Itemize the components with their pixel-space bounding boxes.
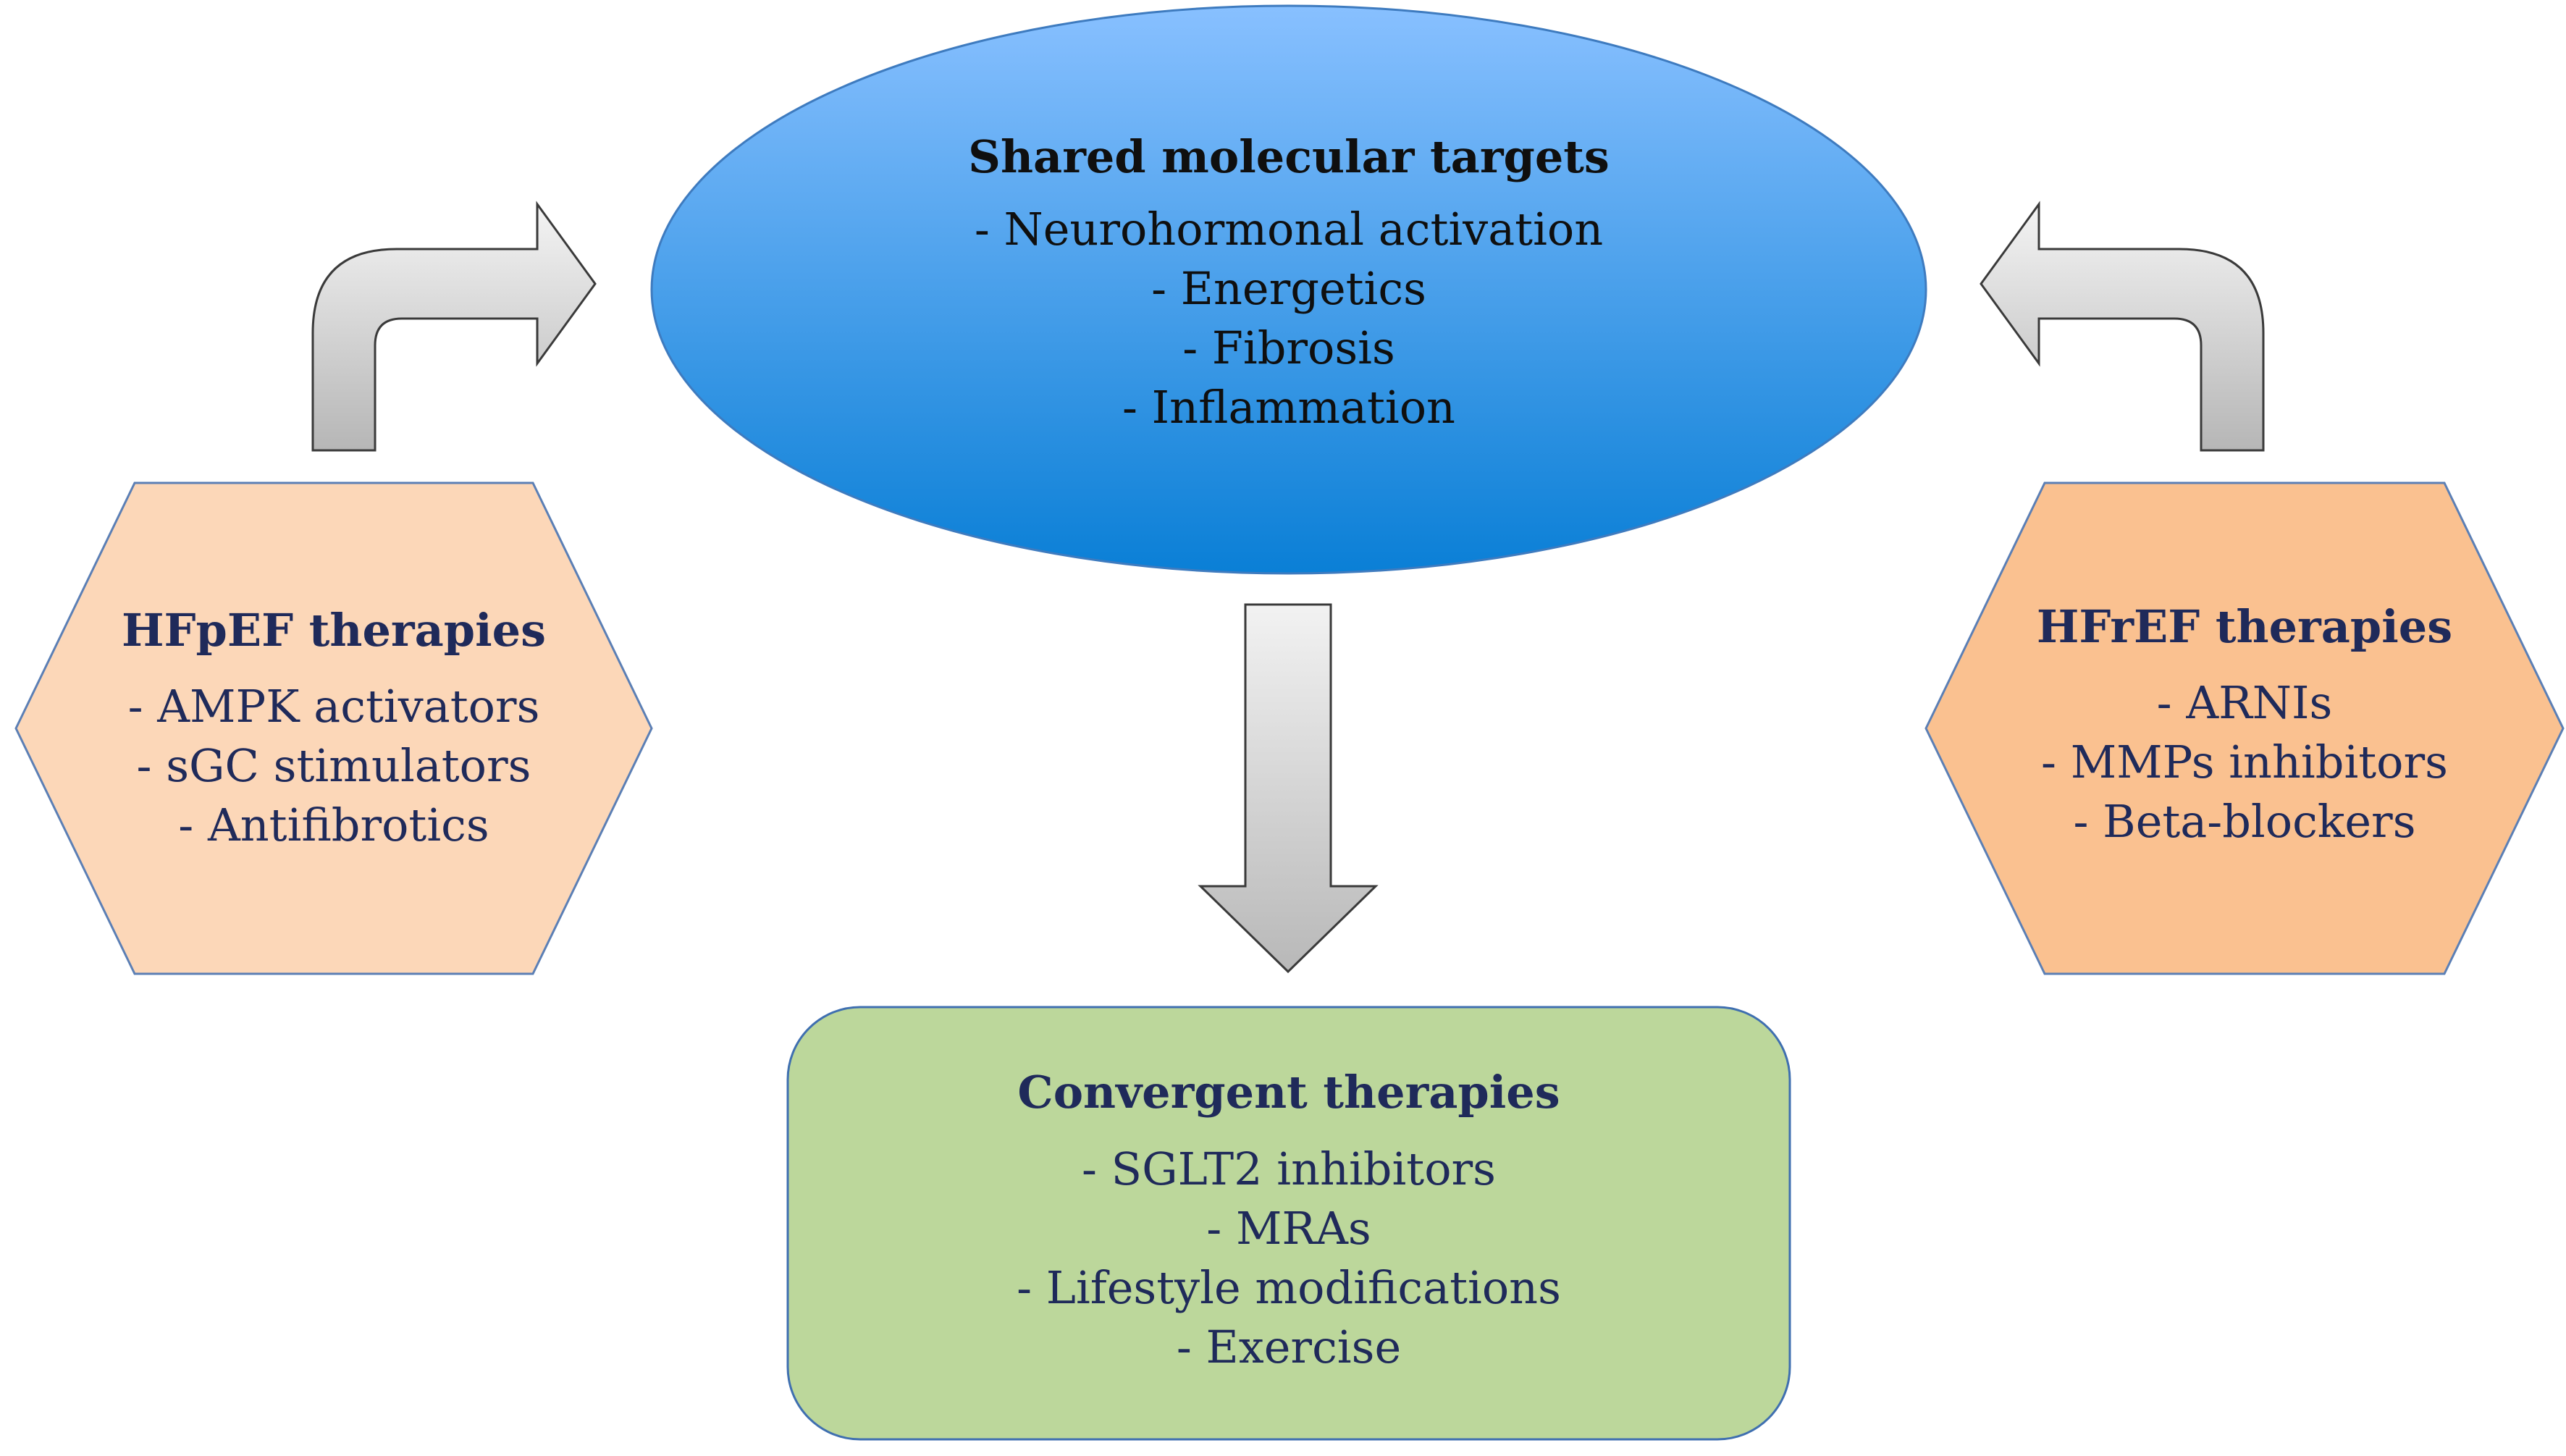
hfpef-item: - sGC stimulators	[137, 739, 531, 792]
shared-target-item: - Inflammation	[1122, 381, 1455, 434]
shared-targets-node: Shared molecular targets - Neurohormonal…	[650, 4, 1927, 575]
down-arrow	[1198, 603, 1379, 974]
hfref-node: HFrEF therapies - ARNIs - MMPs inhibitor…	[1925, 481, 2565, 975]
convergent-node: Convergent therapies - SGLT2 inhibitors …	[786, 1006, 1791, 1441]
shared-target-item: - Neurohormonal activation	[975, 203, 1603, 256]
hfpef-item: - AMPK activators	[128, 680, 540, 733]
hfref-title: HFrEF therapies	[2037, 600, 2452, 653]
hfref-item: - MMPs inhibitors	[2041, 736, 2448, 788]
convergent-item: - Exercise	[1177, 1321, 1401, 1373]
hfpef-title: HFpEF therapies	[122, 604, 546, 657]
hfpef-item: - Antifibrotics	[178, 799, 489, 851]
hfpef-node: HFpEF therapies - AMPK activators - sGC …	[14, 481, 653, 975]
bent-arrow-left	[311, 201, 597, 452]
hfref-item: - Beta-blockers	[2073, 795, 2415, 848]
hfpef-hexagon	[14, 481, 653, 975]
convergent-box	[786, 1006, 1791, 1441]
shared-target-item: - Fibrosis	[1182, 321, 1395, 374]
hfref-item: - ARNIs	[2157, 676, 2333, 729]
shared-targets-ellipse	[650, 4, 1927, 575]
hfref-hexagon	[1925, 481, 2565, 975]
shared-targets-title: Shared molecular targets	[968, 130, 1610, 183]
convergent-item: - Lifestyle modifications	[1017, 1261, 1561, 1314]
shared-target-item: - Energetics	[1151, 262, 1426, 315]
bent-arrow-right	[1980, 201, 2265, 452]
convergent-item: - MRAs	[1206, 1202, 1371, 1255]
convergent-title: Convergent therapies	[1017, 1066, 1560, 1119]
convergent-item: - SGLT2 inhibitors	[1082, 1143, 1496, 1195]
